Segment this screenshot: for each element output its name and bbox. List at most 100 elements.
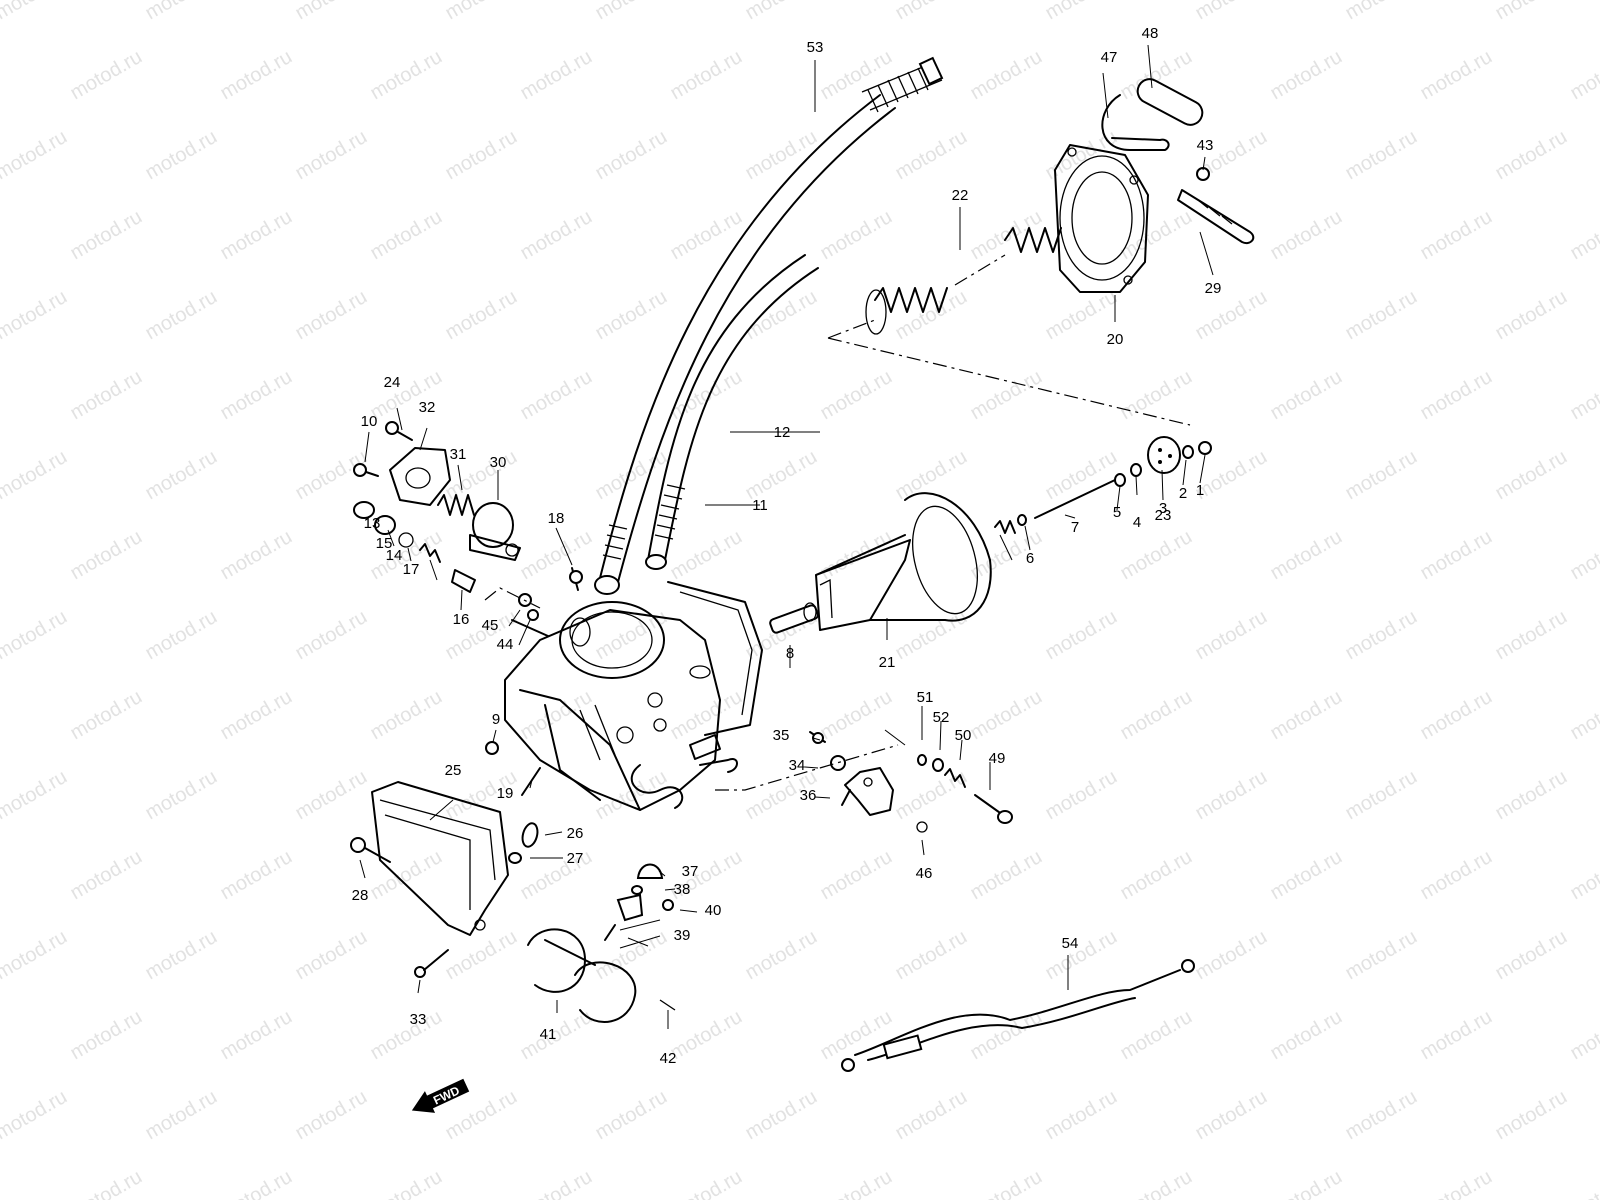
watermark-text: motod.ru — [1192, 1086, 1271, 1145]
parts-13-17-idle-screw-set — [353, 501, 476, 593]
watermark-text: motod.ru — [1567, 366, 1600, 425]
watermark-text: motod.ru — [292, 286, 371, 345]
callout-40: 40 — [705, 902, 722, 919]
parts-28-33-screws — [350, 837, 449, 978]
watermark-text: motod.ru — [1042, 126, 1121, 185]
watermark-text: motod.ru — [217, 526, 296, 585]
watermark-text: motod.ru — [0, 446, 71, 505]
watermark-text: motod.ru — [0, 766, 71, 825]
callout-33: 33 — [410, 1011, 427, 1028]
watermark-text: motod.ru — [1492, 1086, 1571, 1145]
callout-31: 31 — [450, 446, 467, 463]
watermark-text: motod.ru — [1342, 446, 1421, 505]
callout-42: 42 — [660, 1050, 677, 1067]
watermark-text: motod.ru — [1492, 446, 1571, 505]
watermark-text: motod.ru — [817, 206, 896, 265]
watermark-text: motod.ru — [0, 606, 71, 665]
watermark-text: motod.ru — [1042, 926, 1121, 985]
watermark-text: motod.ru — [442, 0, 521, 24]
watermark-text: motod.ru — [892, 606, 971, 665]
callout-46: 46 — [916, 865, 933, 882]
callout-19: 19 — [497, 785, 514, 802]
parts-34-35-36-throttle-stop — [809, 731, 894, 816]
callout-43: 43 — [1197, 137, 1214, 154]
watermark-text: motod.ru — [1417, 206, 1496, 265]
callout-28: 28 — [352, 887, 369, 904]
watermark-text: motod.ru — [1492, 126, 1571, 185]
watermark-text: motod.ru — [1267, 686, 1346, 745]
callout-35: 35 — [773, 727, 790, 744]
callout-6: 6 — [1026, 550, 1034, 567]
watermark-text: motod.ru — [217, 366, 296, 425]
watermark-text: motod.ru — [367, 46, 446, 105]
parts-drawing: FWD 123456789101112131415161718192021222… — [350, 25, 1255, 1113]
watermark-text: motod.ru — [592, 126, 671, 185]
callout-34: 34 — [789, 757, 806, 774]
watermark-text: motod.ru — [517, 206, 596, 265]
watermark-text: motod.ru — [292, 766, 371, 825]
watermark-text: motod.ru — [1492, 286, 1571, 345]
parts-9-19-26-27-jets — [485, 741, 541, 864]
callout-39: 39 — [674, 927, 691, 944]
watermark-text: motod.ru — [1342, 606, 1421, 665]
part-10-24-screws — [353, 421, 413, 477]
leader-lines — [359, 44, 1214, 1029]
part-44-45-screw — [484, 587, 549, 637]
watermark-text: motod.ru — [517, 686, 596, 745]
watermark-text: motod.ru — [892, 926, 971, 985]
watermark-text: motod.ru — [142, 286, 221, 345]
watermark-text: motod.ru — [67, 46, 146, 105]
watermark-text: motod.ru — [667, 1006, 746, 1065]
watermark-text: motod.ru — [1042, 766, 1121, 825]
watermark-text: motod.ru — [442, 126, 521, 185]
watermark-text: motod.ru — [442, 926, 521, 985]
watermark-text: motod.ru — [1492, 766, 1571, 825]
watermark-text: motod.ru — [217, 1166, 296, 1200]
watermark-text: motod.ru — [67, 686, 146, 745]
callout-11: 11 — [752, 497, 768, 514]
watermark-text: motod.ru — [517, 366, 596, 425]
watermark-text: motod.ru — [592, 926, 671, 985]
carburetor-body — [504, 581, 763, 811]
part-47-48-43-29-hardware — [1101, 78, 1255, 244]
watermark-text: motod.ru — [1117, 206, 1196, 265]
watermark-text: motod.ru — [1342, 1086, 1421, 1145]
watermark-text: motod.ru — [817, 366, 896, 425]
watermark-text: motod.ru — [742, 0, 821, 24]
callout-3: 3 — [1159, 500, 1167, 517]
fwd-label: FWD — [431, 1083, 462, 1107]
watermark-text: motod.ru — [967, 46, 1046, 105]
watermark-text: motod.ru — [367, 686, 446, 745]
watermark-text: motod.ru — [367, 206, 446, 265]
callout-16: 16 — [453, 611, 470, 628]
watermark-text: motod.ru — [1567, 46, 1600, 105]
watermark-text: motod.ru — [0, 926, 71, 985]
watermark-text: motod.ru — [1417, 846, 1496, 905]
watermark-text: motod.ru — [667, 46, 746, 105]
watermark-text: motod.ru — [892, 766, 971, 825]
watermark-text: motod.ru — [667, 526, 746, 585]
callout-30: 30 — [490, 454, 507, 471]
watermark-text: motod.ru — [1417, 1006, 1496, 1065]
watermark-text: motod.ru — [817, 46, 896, 105]
watermark-text: motod.ru — [367, 1166, 446, 1200]
watermark-text: motod.ru — [742, 1086, 821, 1145]
callout-14: 14 — [386, 547, 403, 564]
callout-20: 20 — [1107, 331, 1124, 348]
callout-7: 7 — [1071, 519, 1079, 536]
watermark-text: motod.ru — [1267, 206, 1346, 265]
callout-38: 38 — [674, 881, 691, 898]
watermark-text: motod.ru — [1267, 1006, 1346, 1065]
callout-32: 32 — [419, 399, 436, 416]
watermark-text: motod.ru — [1117, 846, 1196, 905]
watermark-text: motod.ru — [892, 1086, 971, 1145]
watermark-text: motod.ru — [742, 446, 821, 505]
watermark-text: motod.ru — [817, 846, 896, 905]
callout-50: 50 — [955, 727, 972, 744]
watermark-text: motod.ru — [1492, 926, 1571, 985]
watermark-text: motod.ru — [967, 686, 1046, 745]
callout-45: 45 — [482, 617, 499, 634]
watermark-text: motod.ru — [367, 1006, 446, 1065]
part-41-float — [527, 928, 676, 1023]
callout-52: 52 — [933, 709, 950, 726]
